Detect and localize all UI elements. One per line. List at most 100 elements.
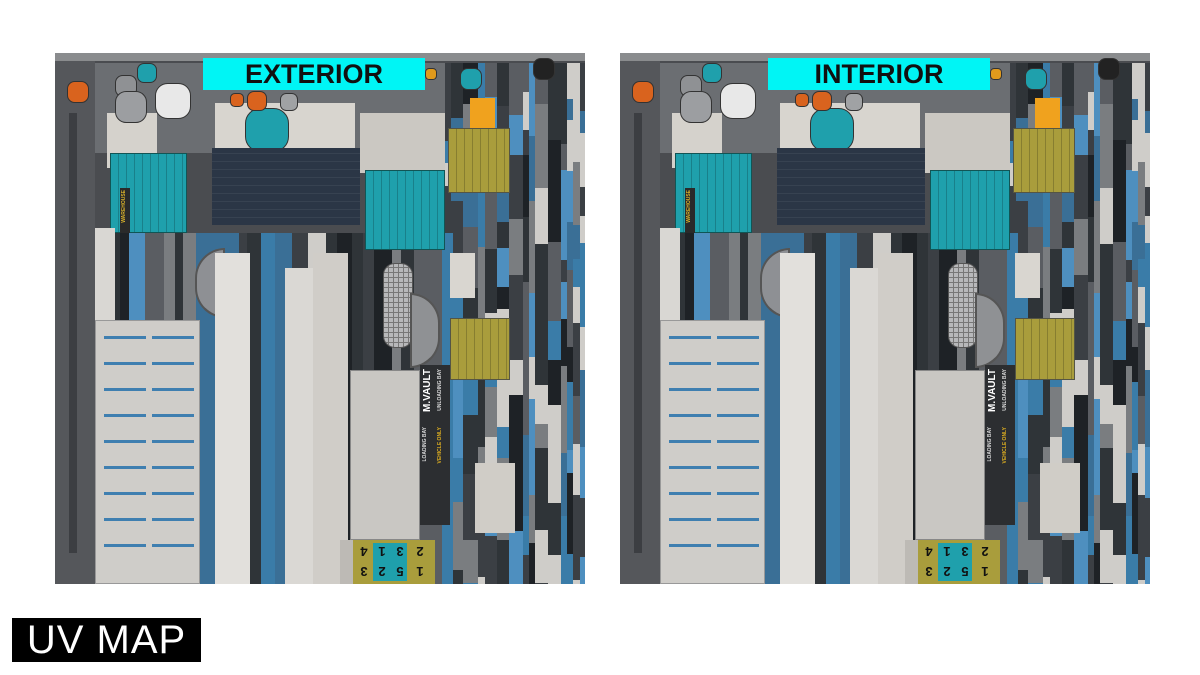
- number-tile: 3: [961, 544, 969, 560]
- texture-strip: [1138, 444, 1145, 495]
- texture-strip: [529, 495, 535, 543]
- texture-strip: [1138, 323, 1145, 396]
- texture-strip: [1094, 399, 1100, 420]
- texture-strip: [535, 583, 548, 584]
- texture-strip: [573, 88, 580, 162]
- texture-strip: [561, 144, 567, 170]
- texture-strip: [1050, 249, 1062, 313]
- texture-strip: [567, 554, 573, 584]
- left-column-stripe: [634, 113, 642, 553]
- texture-strip: [1113, 360, 1126, 405]
- olive-panel: [1013, 128, 1075, 193]
- texture-strip: [1088, 63, 1094, 92]
- left-column-stripe: [69, 113, 77, 553]
- texture-strip: [1100, 244, 1113, 326]
- brand-sign: M.VAULT: [422, 369, 433, 412]
- window-strip: [669, 414, 711, 417]
- round-part-texture: [702, 63, 722, 83]
- number-tile: 2: [378, 564, 386, 580]
- grating-texture: [383, 263, 413, 348]
- texture-strip: [535, 188, 548, 244]
- window-strip: [669, 388, 711, 391]
- texture-strip: [1138, 396, 1145, 444]
- texture-strip: [1126, 453, 1132, 516]
- texture-strip: [509, 155, 523, 219]
- round-part-texture: [680, 91, 712, 123]
- texture-strip: [1100, 104, 1113, 188]
- window-strip: [104, 388, 146, 391]
- texture-strip: [1113, 321, 1126, 360]
- round-part-texture: [1025, 68, 1047, 90]
- texture-strip: [1094, 63, 1100, 136]
- roof-panel: [915, 370, 985, 540]
- texture-strip: [573, 259, 580, 287]
- window-strip: [669, 518, 711, 521]
- texture-strip: [1132, 382, 1138, 450]
- round-part-texture: [795, 93, 809, 107]
- number-tile: 2: [416, 544, 424, 560]
- texture-strip: [509, 63, 523, 115]
- texture-strip: [535, 530, 548, 583]
- window-strip: [104, 440, 146, 443]
- texture-strip: [1074, 360, 1088, 395]
- texture-strip: [567, 347, 573, 382]
- texture-strip: [567, 120, 573, 171]
- texture-strip: [1132, 270, 1138, 347]
- window-strip: [104, 518, 146, 521]
- window-strip: [104, 362, 146, 365]
- olive-panel: [448, 128, 510, 193]
- texture-strip: [445, 63, 451, 141]
- texture-strip: [1145, 498, 1150, 557]
- light-column: [215, 253, 250, 584]
- texture-strip: [478, 495, 485, 577]
- window-strip: [152, 518, 194, 521]
- number-tile: 1: [943, 544, 951, 560]
- texture-strip: [1028, 474, 1043, 540]
- orange-part: [1035, 98, 1060, 128]
- texture-strip: [1088, 379, 1094, 435]
- texture-strip: [1028, 415, 1043, 474]
- round-part-texture: [280, 93, 298, 111]
- texture-strip: [573, 162, 580, 225]
- texture-strip: [478, 365, 485, 447]
- texture-strip: [529, 257, 535, 293]
- texture-strip: [485, 536, 497, 584]
- texture-strip: [1043, 365, 1050, 447]
- texture-strip: [523, 63, 529, 92]
- floor-panel: [95, 320, 200, 584]
- texture-strip: [1113, 472, 1126, 503]
- texture-strip: [1074, 219, 1088, 275]
- texture-strip: [1088, 435, 1094, 516]
- window-strip: [152, 388, 194, 391]
- warehouse-label: WAREHOUSE: [121, 190, 127, 223]
- texture-strip: [535, 448, 548, 530]
- texture-strip: [1138, 225, 1145, 259]
- texture-strip: [1132, 450, 1138, 473]
- texture-strip: [1062, 248, 1074, 287]
- window-strip: [717, 362, 759, 365]
- texture-strip: [573, 444, 580, 495]
- texture-strip: [1088, 309, 1094, 379]
- texture-strip: [529, 357, 535, 399]
- texture-strip: [1145, 243, 1150, 327]
- texture-strip: [1050, 63, 1062, 97]
- window-strip: [717, 518, 759, 521]
- top-edge: [620, 53, 1150, 61]
- texture-strip: [1074, 63, 1088, 115]
- texture-strip: [561, 319, 567, 366]
- texture-strip: [1088, 282, 1094, 309]
- warehouse-sign: WAREHOUSE: [120, 188, 130, 233]
- texture-strip: [1028, 583, 1043, 584]
- vehicle-only-sign: VEHICLE ONLY: [1002, 427, 1008, 464]
- texture-strip: [478, 247, 485, 318]
- round-part-texture: [115, 91, 147, 123]
- light-column: [780, 253, 815, 584]
- texture-strip: [1132, 529, 1138, 554]
- texture-strip: [1016, 570, 1028, 584]
- texture-strip: [1132, 554, 1138, 584]
- light-panel: [925, 113, 1010, 173]
- texture-strip: [561, 453, 567, 516]
- light-panel: [360, 113, 445, 173]
